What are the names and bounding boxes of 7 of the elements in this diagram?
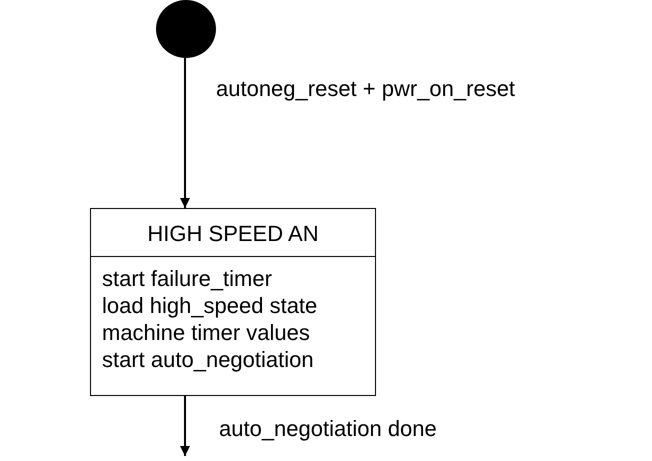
state-name: HIGH SPEED AN (91, 209, 375, 257)
state-action: start auto_negotiation (102, 346, 315, 373)
arrow (180, 396, 190, 456)
state-box (90, 208, 376, 396)
state-action: start failure_timer (102, 265, 273, 292)
arrow (180, 58, 190, 208)
initial-state-dot (156, 0, 216, 58)
